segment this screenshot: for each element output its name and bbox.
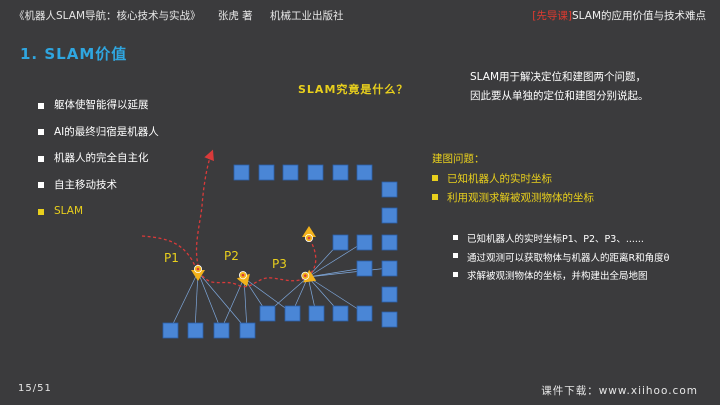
- observation-ray: [307, 241, 365, 278]
- landmark-block: [308, 305, 325, 322]
- robot-arrow-icon: [236, 273, 250, 287]
- observation-ray: [197, 271, 222, 331]
- robot-icon: [301, 269, 317, 283]
- landmark-block: [356, 164, 373, 181]
- landmark-block: [381, 286, 398, 303]
- left-bullet: AI的最终归宿是机器人: [38, 126, 159, 153]
- robot-marker-icon: [241, 273, 245, 277]
- landmark-block: [258, 164, 275, 181]
- bullet-square-icon: [432, 193, 438, 200]
- landmark-block: [259, 305, 276, 322]
- bullet-square-icon: [453, 271, 458, 277]
- header-book-info: 《机器人SLAM导航：核心技术与实战》 张虎 著 机械工业出版社: [14, 8, 358, 23]
- observation-ray: [307, 276, 365, 314]
- bullet-square-icon: [453, 234, 458, 240]
- landmark-block: [233, 164, 250, 181]
- landmark-block: [356, 260, 373, 277]
- landmark-blocks: [162, 164, 398, 339]
- book-author: 张虎 著: [217, 10, 253, 22]
- bullet-square-icon: [38, 182, 44, 189]
- robot-marker-icon: [196, 267, 200, 271]
- mapping-bullet: 已知机器人的实时坐标: [432, 171, 594, 190]
- landmark-block: [332, 305, 349, 322]
- landmark-block: [162, 322, 179, 339]
- landmark-block: [187, 322, 204, 339]
- intro-line: 因此要从单独的定位和建图分别说起。: [470, 90, 649, 102]
- landmark-block: [282, 164, 299, 181]
- slam-question: SLAM究竟是什么？: [298, 83, 409, 96]
- detail-bullet: 通过观测可以获取物体与机器人的距离R和角度θ: [453, 250, 669, 269]
- landmark-block: [332, 164, 349, 181]
- mapping-bullet: 利用观测求解被观测物体的坐标: [432, 190, 594, 209]
- observation-ray: [307, 267, 365, 278]
- observation-rays: [169, 241, 390, 331]
- landmark-block: [213, 322, 230, 339]
- landmark-block: [381, 234, 398, 251]
- left-bullet: 自主移动技术: [38, 179, 159, 206]
- robot-arrow-icon: [191, 270, 205, 281]
- landmark-block: [381, 260, 398, 277]
- robot-icon: [191, 265, 205, 281]
- mapping-problem-heading: 建图问题：: [432, 153, 485, 165]
- observation-ray: [194, 271, 199, 331]
- book-title: 《机器人SLAM导航：核心技术与实战》: [14, 10, 201, 22]
- page-number: 15/51: [18, 383, 52, 394]
- course-tag: [先导课]: [532, 10, 572, 22]
- left-bullet: 机器人的完全自主化: [38, 152, 159, 179]
- download-link[interactable]: 课件下载：www.xiihoo.com: [541, 385, 698, 397]
- observation-ray: [307, 267, 390, 278]
- pose-label-p1: P1: [164, 251, 179, 265]
- slam-mapping-diagram: P1 P2 P3: [141, 140, 398, 339]
- left-bullet-slam: SLAM: [38, 205, 159, 232]
- robot-marker-icon: [307, 236, 311, 240]
- landmark-block: [381, 311, 398, 328]
- bullet-square-icon: [38, 155, 44, 162]
- observation-ray: [169, 271, 199, 331]
- landmark-block: [381, 181, 398, 198]
- landmark-block: [239, 322, 256, 339]
- book-publisher: 机械工业出版社: [270, 10, 344, 22]
- intro-line: SLAM用于解决定位和建图两个问题，: [470, 71, 646, 83]
- bullet-square-icon: [38, 129, 44, 136]
- robot-arrow-icon: [302, 226, 316, 237]
- mapping-bullet-list: 已知机器人的实时坐标 利用观测求解被观测物体的坐标: [432, 171, 594, 209]
- slide-title: 1. SLAM价值: [20, 45, 128, 63]
- landmark-block: [307, 164, 324, 181]
- pose-label-p2: P2: [224, 249, 239, 263]
- observation-ray: [197, 271, 248, 331]
- left-bullet-list: 躯体使智能得以延展 AI的最终归宿是机器人 机器人的完全自主化 自主移动技术 S…: [38, 99, 159, 232]
- robot-icon: [302, 226, 316, 242]
- landmark-block: [356, 234, 373, 251]
- header-topic-info: [先导课]SLAM的应用价值与技术难点: [532, 8, 706, 23]
- landmark-block: [381, 207, 398, 224]
- bullet-square-icon: [38, 208, 44, 215]
- detail-bullet: 已知机器人的实时坐标P1、P2、P3、......: [453, 231, 669, 250]
- landmark-block: [284, 305, 301, 322]
- bullet-square-icon: [453, 253, 458, 258]
- detail-bullet: 求解被观测物体的坐标，并构建出全局地图: [453, 268, 669, 287]
- robot-marker-icon: [303, 274, 307, 278]
- robot-icon: [236, 271, 250, 287]
- landmark-block: [356, 305, 373, 322]
- course-topic: SLAM的应用价值与技术难点: [572, 10, 706, 22]
- landmark-block: [332, 234, 349, 251]
- observation-ray: [243, 277, 293, 314]
- robot-poses: [191, 226, 317, 287]
- pose-label-p3: P3: [272, 257, 287, 271]
- left-bullet: 躯体使智能得以延展: [38, 99, 159, 126]
- intro-text: SLAM用于解决定位和建图两个问题， 因此要从单独的定位和建图分别说起。: [470, 68, 649, 106]
- detail-bullet-list: 已知机器人的实时坐标P1、P2、P3、...... 通过观测可以获取物体与机器人…: [453, 231, 669, 287]
- bullet-square-icon: [432, 174, 438, 181]
- bullet-square-icon: [38, 102, 44, 109]
